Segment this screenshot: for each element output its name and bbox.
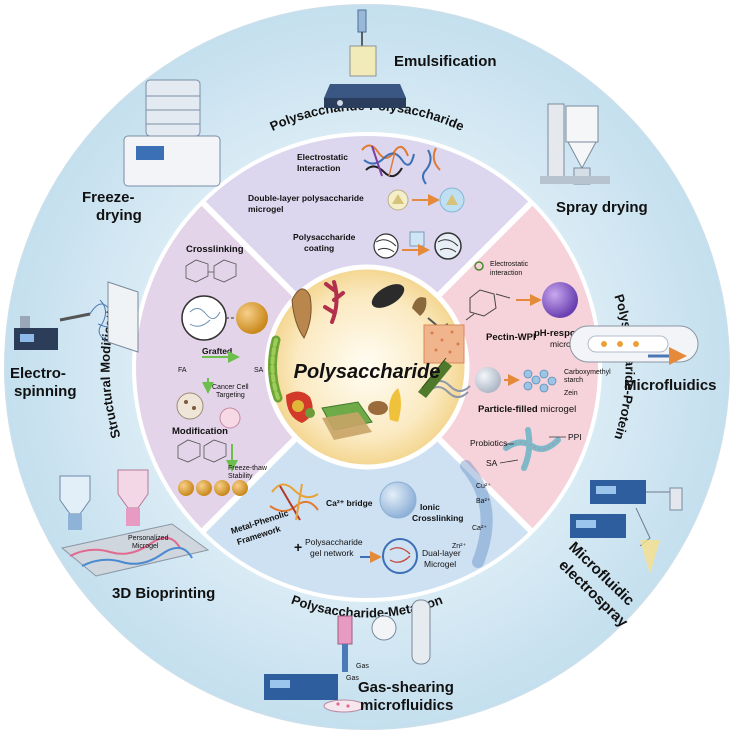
- printing-plate: [60, 523, 210, 577]
- freeze-thaw-label-1: Freeze-thaw: [228, 465, 268, 472]
- ion-arc: [460, 460, 493, 568]
- dual-layer-label-1: Dual-layer: [422, 548, 461, 558]
- freeze-thaw-label-2: Stability: [228, 473, 253, 480]
- pectin-structure: [465, 289, 511, 321]
- ion-ca: Ca²⁺: [472, 525, 487, 532]
- network-label-1: Polysaccharide: [305, 537, 363, 547]
- personalized-label-1: Personalized: [128, 535, 169, 542]
- network-label-2: gel network: [310, 548, 354, 558]
- modification-label: Modification: [172, 426, 228, 437]
- ion-zn: Zn²⁺: [452, 543, 467, 550]
- sector-bottom: [202, 367, 532, 601]
- gas-label-2: Gas: [346, 675, 359, 682]
- cancer-label-2: Targeting: [216, 392, 245, 399]
- cancer-label-1: Cancer Cell: [212, 384, 249, 391]
- top-sector-content: Electrostatic Interaction Double-layer p…: [248, 144, 465, 260]
- ionic-label-1: Ionic: [420, 502, 440, 512]
- technique-gas-shearing-2: microfluidics: [360, 697, 453, 714]
- pectin-wpi-label: Pectin-WPI: [486, 332, 536, 343]
- left-sector-content: Crosslinking Grafted FA SA Cancer Cell T…: [172, 244, 268, 496]
- right-sector-content: Electrostatic interaction Pectin-WPI pH-…: [465, 261, 611, 471]
- double-layer-label-1: Double-layer polysaccharide: [248, 193, 364, 203]
- technique-microfluidics: Microfluidics: [624, 377, 717, 394]
- ph-responsive-label-2: microgel: [550, 339, 582, 349]
- particle-cluster: [523, 369, 557, 393]
- technique-electrospinning-1: Electro-: [10, 365, 66, 382]
- gas-shearing-device-icon: [264, 599, 431, 713]
- ionic-sphere: [379, 481, 417, 519]
- technique-gas-shearing-1: Gas-shearing: [358, 679, 454, 696]
- crosslinking-label: Crosslinking: [186, 244, 244, 255]
- freeze-thaw-beads: [178, 480, 248, 496]
- fa-label: FA: [178, 367, 187, 374]
- zein-label: Zein: [564, 390, 578, 397]
- emulsification-device-icon: [324, 9, 406, 108]
- ph-responsive-microgel: [542, 282, 578, 318]
- particle-filled-label: Particle-filled microgel: [478, 404, 576, 415]
- ppi-label: PPI: [568, 432, 582, 442]
- freeze-drying-machine-icon: [123, 79, 221, 187]
- sector-left: [133, 202, 367, 532]
- probiotics-label: Probiotics: [470, 438, 507, 448]
- electrospinning-device-icon: [14, 281, 139, 353]
- plus-sign: +: [294, 539, 302, 555]
- electrostatic-label-2: Interaction: [297, 163, 340, 173]
- bioprinter-icon: [59, 469, 210, 577]
- technique-spray-drying: Spray drying: [556, 199, 648, 216]
- ion-cu: Cu²⁺: [476, 483, 491, 490]
- electrospray-device-icon: [570, 480, 683, 574]
- cancer-cell: [219, 407, 241, 429]
- carboxymethyl-label-2: starch: [564, 377, 583, 384]
- double-layer-label-2: microgel: [248, 204, 283, 214]
- pp-electrostatic-2: interaction: [490, 270, 522, 277]
- pp-electrostatic-1: Electrostatic: [490, 261, 529, 268]
- dual-layer-microgel: [382, 538, 418, 574]
- crosslinked-bead: [236, 302, 268, 334]
- polymer-chains-illustration: [361, 144, 441, 185]
- ph-responsive-label-1: pH-responsive: [534, 328, 600, 339]
- carboxymethyl-label-1: Carboxymethyl: [564, 369, 611, 376]
- center-sources-illustration: [268, 280, 471, 440]
- coating-label-1: Polysaccharide: [293, 232, 356, 242]
- center-circle: [264, 264, 470, 470]
- spray-drying-machine-icon: [540, 103, 610, 185]
- cancer-cell-bead: [176, 392, 204, 420]
- ca-bridge-label: Ca²⁺ bridge: [326, 498, 373, 508]
- technique-emulsification: Emulsification: [394, 53, 497, 70]
- personalized-label-2: Microgel: [132, 543, 159, 550]
- electrostatic-label-1: Electrostatic: [297, 152, 348, 162]
- ionic-label-2: Crosslinking: [412, 513, 463, 523]
- coating-label-2: coating: [304, 243, 334, 253]
- technique-electrospinning-2: spinning: [14, 383, 77, 400]
- ca-bridge-chains: [269, 483, 319, 521]
- technique-freeze-drying-1: Freeze-: [82, 189, 135, 206]
- crosslink-structure: [185, 259, 237, 283]
- dual-layer-label-2: Microgel: [424, 559, 456, 569]
- gas-label-1: Gas: [356, 663, 369, 670]
- sa-label: SA: [486, 458, 498, 468]
- microfluidics-chip-icon: [569, 325, 699, 365]
- technique-bioprinting: 3D Bioprinting: [112, 585, 215, 602]
- ion-ba: Ba²⁺: [476, 498, 491, 505]
- crosslink-closeup: [181, 295, 227, 341]
- modification-structure: [177, 439, 227, 463]
- technique-freeze-drying-2: drying: [96, 207, 142, 224]
- grafted-label: Grafted: [202, 346, 232, 356]
- particle-filled-sphere: [475, 367, 501, 393]
- sa-label-left: SA: [254, 367, 264, 374]
- center-title: Polysaccharide: [294, 361, 441, 383]
